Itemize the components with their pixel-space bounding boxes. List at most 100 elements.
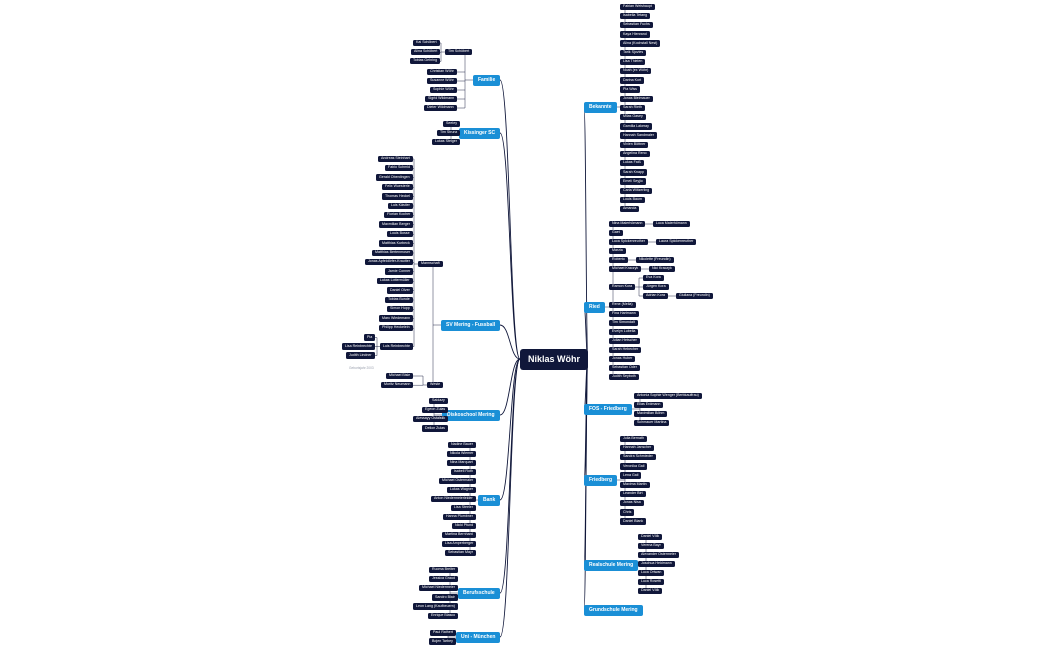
leaf-daniel-volk[interactable]: Daniel Völk (638, 533, 663, 541)
leaf-alina-schobert[interactable]: Alina Schöbert (411, 48, 441, 56)
leaf-jonas-apfeldorfer-krautter[interactable]: Jonas Apfeldörfer-Krautter (365, 258, 413, 266)
leaf-isabella-tetang[interactable]: Isabella Tetang (620, 12, 651, 20)
leaf-jonas-bleimauer[interactable]: Jonas Bleimauer (620, 95, 653, 103)
leaf-dieter-wildmann[interactable]: Dieter Wildmann (424, 104, 457, 112)
leaf-bojen-tarbey[interactable]: Bojen Tarbey (429, 638, 456, 645)
leaf-julian-hetscher[interactable]: Julian Hetscher (609, 337, 640, 345)
leaf-hannah-sandmaier[interactable]: Hannah Sandmaier (620, 132, 657, 139)
leaf-luis-kastler[interactable]: Luis Kästler (388, 202, 413, 210)
leaf-lukas-fai[interactable]: Lukas Faiß (620, 159, 644, 167)
leaf-martina-bernhard[interactable]: Martina Bernhard (442, 531, 476, 539)
leaf-schmauer-martina[interactable]: Schmauer Martina (634, 419, 670, 427)
leaf-milas-gasey[interactable]: Milas Gasey (620, 113, 646, 121)
leaf-christian-wohr[interactable]: Christian Wöhr (427, 68, 457, 76)
leaf-nici-kraczyk[interactable]: Nici Kraczyk (649, 265, 675, 273)
leaf-amanda[interactable]: Amanda (620, 205, 640, 213)
leaf-gamilla-lakeray[interactable]: Gamilla Lakeray (620, 123, 652, 130)
leaf-luca-spickenreuther[interactable]: Luca Spickenreuther (609, 238, 648, 246)
group-tim-schobert[interactable]: Tim Schöbert (445, 48, 473, 56)
leaf-egeon-zulas[interactable]: Egeon Zulas (422, 406, 449, 414)
branch-bekannte[interactable]: Bekannte (584, 101, 617, 113)
branch-berufsschule[interactable]: Berufsschule (458, 587, 500, 599)
branch-friedberg[interactable]: Friedberg (584, 474, 618, 486)
leaf-paul-rathert[interactable]: Paul Rathert (430, 629, 456, 637)
branch-familie[interactable]: Familie (473, 74, 501, 86)
central-node[interactable]: Niklas Wöhr (520, 348, 589, 370)
leaf-verena-bayr[interactable]: Verena Bayr (638, 542, 664, 550)
leaf-luis-reinbrechte[interactable]: Luis Reinbrechte (380, 343, 413, 350)
leaf-philipp-heckelein[interactable]: Philipp Heckelein (379, 324, 413, 332)
leaf-enrique-blasco[interactable]: Enrique Blasco (428, 612, 459, 620)
leaf-alina-kochstall-nest[interactable]: Alina (Kochstall Nest) (620, 40, 661, 47)
leaf-tobias-bunde[interactable]: Tobias Bunde (385, 296, 413, 304)
leaf-nina-maierhomann[interactable]: Nina Maierhömann (609, 220, 646, 228)
leaf-matthias-bertenmoser[interactable]: Matthias Bertenmoser (372, 249, 414, 257)
leaf-sandra-schmieder[interactable]: Sandra Schmieder (620, 453, 656, 461)
leaf-luca-rosetti[interactable]: Luca Rosetti (638, 578, 664, 586)
leaf-nikolette-freundin[interactable]: Nikolette (Freundin) (636, 256, 674, 264)
leaf-rene-mella[interactable]: Rene (Mella) (609, 301, 636, 309)
leaf-hannah-janscher[interactable]: Hannah Janscher (620, 444, 655, 452)
leaf-judith-seyboth[interactable]: Judith Seyboth (609, 373, 639, 381)
branch-ried[interactable]: Ried (584, 301, 605, 313)
leaf-judith-lindner[interactable]: Judith Lindner (346, 352, 375, 359)
branch-fos[interactable]: FOS - Friedberg (584, 403, 632, 415)
leaf-fabio-schmid[interactable]: Fabio Schmid (385, 164, 413, 172)
leaf-laura-spickenreuther[interactable]: Laura Spickenreuther (656, 238, 697, 246)
branch-grundschule[interactable]: Grundschule Mering (584, 604, 643, 616)
group-mannschaft[interactable]: Mannschaft (418, 260, 443, 268)
leaf-kaya-hienrand[interactable]: Kaya Hienrand (620, 31, 650, 38)
leaf-hanna-plumbner[interactable]: Hanna Plumbner (443, 513, 476, 521)
leaf-sandro-blair[interactable]: Sandro Blair (432, 594, 458, 601)
leaf-jonas-huber[interactable]: Jonas Huber (609, 355, 636, 363)
group-weste[interactable]: Weste (427, 381, 444, 389)
leaf-sarah-rieth[interactable]: Sarah Rieth (620, 104, 645, 112)
leaf-daniel-blank[interactable]: Daniel Blank (620, 518, 647, 525)
leaf-nikola-wiemer[interactable]: Nikola Wiemer (447, 450, 477, 458)
leaf-saidazy[interactable]: Saidazy (429, 397, 448, 405)
leaf-sigrid-wildmann[interactable]: Sigrid Wildmann (425, 95, 458, 103)
leaf-tarik-sjovles[interactable]: Tarik Sjovles (620, 49, 647, 57)
leaf-nadine-bauer[interactable]: Nadine Bauer (448, 441, 476, 449)
leaf-noah-ex-wohr[interactable]: Noah (ex Wöhr) (620, 67, 652, 75)
leaf-maxmilian-berger[interactable]: Maxmilian Berger (379, 221, 413, 228)
leaf-giuliana-freundin[interactable]: Giuliana (Freundin) (676, 292, 713, 300)
leaf-moritz-neumann[interactable]: Moritz Neumann (381, 381, 414, 389)
leaf-roberto[interactable]: Roberto (609, 256, 628, 264)
leaf-daniel-olver[interactable]: Daniel Olver (387, 287, 413, 294)
leaf-gerald-oberdingen[interactable]: Gerald Oberdingen (376, 174, 413, 181)
leaf-leon-lang-kaufbeuern[interactable]: Leon Lang (Kaufbeuern) (413, 603, 458, 610)
leaf-sebastian-fuchs[interactable]: Sebastian Fuchs (620, 21, 653, 29)
branch-uni[interactable]: Uni - München (456, 631, 501, 643)
leaf-louis-baum[interactable]: Louis Baum (620, 196, 645, 204)
leaf-matthias-kurbeck[interactable]: Matthias Kurbeck (379, 240, 413, 247)
leaf-pia-wiss[interactable]: Pia Wiss (620, 86, 640, 93)
leaf-joschua-heldmann[interactable]: Joschua Heldmann (638, 560, 675, 568)
leaf-nicki-pfund[interactable]: Nicki Pfund (452, 522, 477, 530)
leaf-elias-erdmann[interactable]: Elias Erdmann (634, 401, 664, 409)
leaf-jonas-nisa[interactable]: Jonas Nisa (620, 499, 644, 507)
leaf-michael-bisle[interactable]: Michael Bisle (386, 372, 414, 380)
leaf-marzia[interactable]: Marzia (609, 247, 626, 255)
leaf-tim-strunz[interactable]: Tim Strunz (437, 129, 461, 137)
leaf-luca-ortwan[interactable]: Luca Ortwan (638, 569, 665, 577)
leaf-jamie-conner[interactable]: Jamie Conner (385, 268, 414, 275)
leaf-daniel-volk[interactable]: Daniel Völk (638, 587, 663, 595)
branch-realschule[interactable]: Realschule Mering (584, 559, 639, 571)
leaf-delion-zulas[interactable]: Delion Zulas (422, 425, 448, 432)
leaf-tim-simondalt[interactable]: Tim Simondalt (609, 319, 638, 327)
leaf-chris[interactable]: Chris (620, 509, 635, 516)
leaf-jessica-graud[interactable]: Jessica Graud (429, 575, 458, 583)
leaf-kai-schobert[interactable]: Kai Schöbert (413, 39, 440, 47)
leaf-adrian-kora[interactable]: Adrian Kora (643, 292, 668, 300)
leaf-eva-kora[interactable]: Eva Kora (643, 274, 664, 282)
leaf-tobias-gehring[interactable]: Tobias Gehring (410, 57, 441, 65)
leaf-leander-birt[interactable]: Leander Birt (620, 490, 646, 498)
leaf-fina-hartmann[interactable]: Fina Hartmann (609, 310, 639, 318)
leaf-sebastian-oder[interactable]: Sebastian Oder (609, 364, 640, 372)
leaf-alessayy-ostalstik[interactable]: Alessayy Ostalstik (413, 415, 449, 423)
leaf-isabell-roth[interactable]: Isabell Roth (451, 468, 476, 476)
leaf-susanne-wohr[interactable]: Susanne Wöhr (427, 77, 457, 85)
leaf-seeley[interactable]: Seeley (443, 120, 460, 128)
leaf-nina-marquart[interactable]: Nina Marquart (447, 459, 476, 467)
